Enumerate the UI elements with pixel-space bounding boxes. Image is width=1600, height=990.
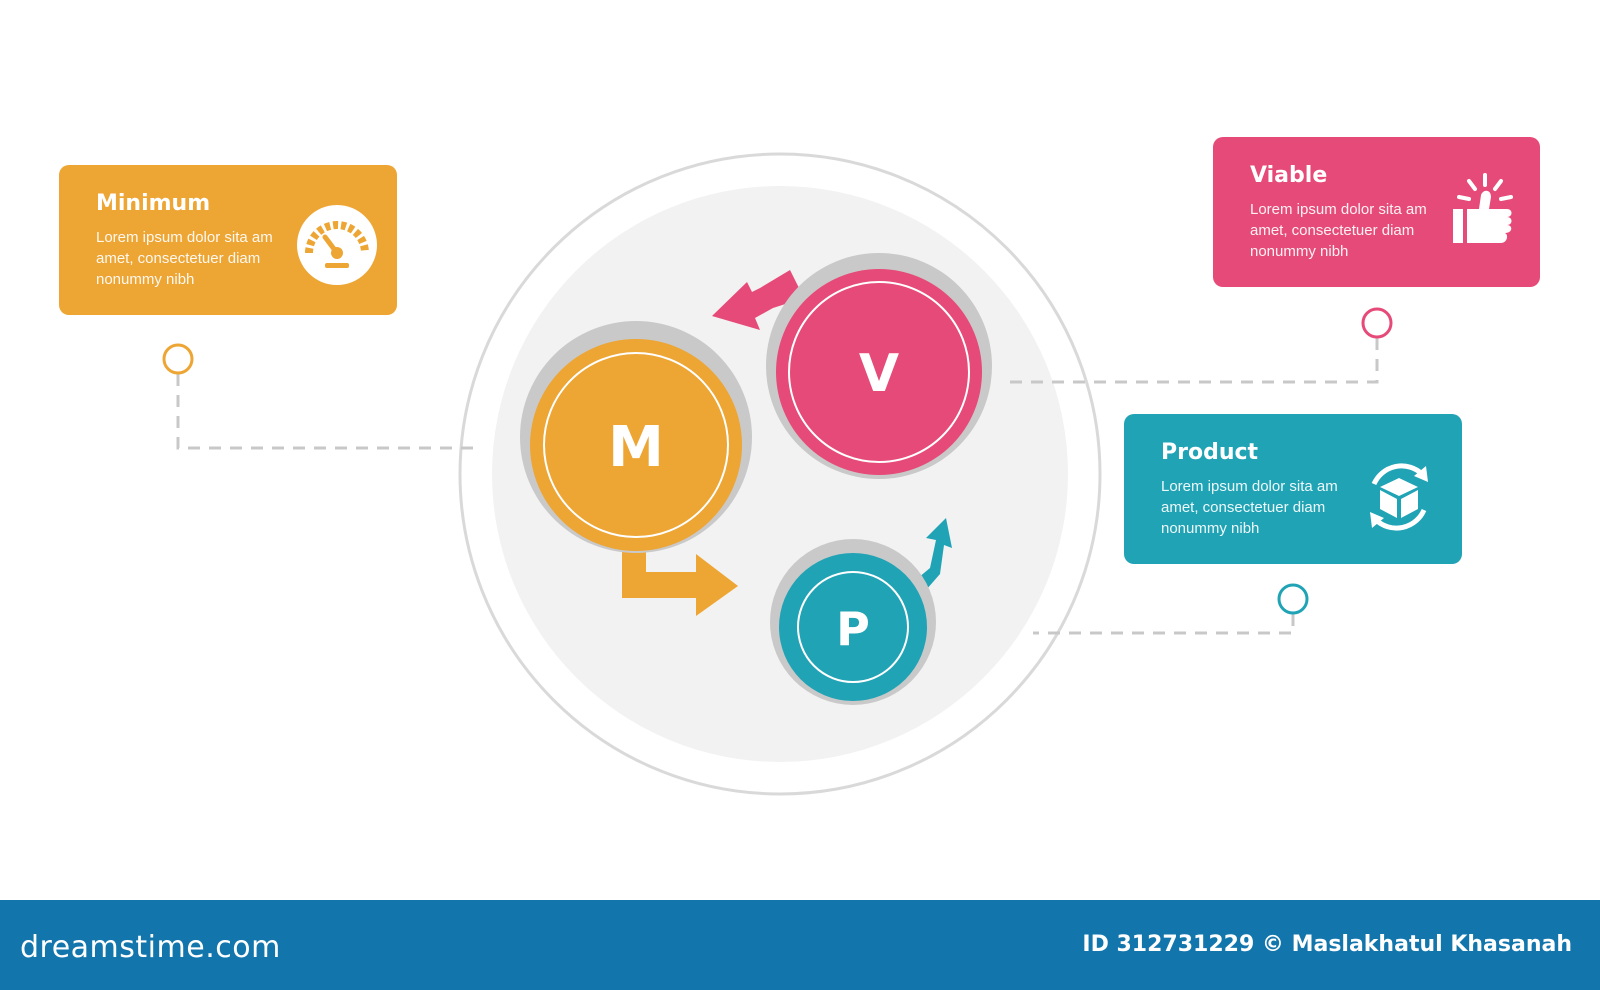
footer-credit: ID 312731229 © Maslakhatul Khasanah	[1082, 932, 1572, 957]
card-viable: Viable Lorem ipsum dolor sita am amet, c…	[1213, 137, 1540, 287]
dot-viable	[1361, 307, 1393, 339]
circle-m	[530, 339, 742, 551]
circle-m-letter: M	[608, 415, 664, 480]
circle-v	[776, 269, 982, 475]
circle-p-ring	[797, 571, 909, 683]
circle-v-ring	[788, 281, 970, 463]
box-cycle-icon	[1370, 463, 1428, 531]
card-product: Product Lorem ipsum dolor sita am amet, …	[1124, 414, 1462, 564]
speedometer-icon	[297, 205, 377, 285]
arrow-m-to-p	[622, 540, 738, 616]
circle-p	[779, 553, 927, 701]
arrow-v-to-m	[712, 270, 804, 330]
connector-minimum	[176, 374, 478, 450]
card-minimum-body: Lorem ipsum dolor sita am amet, consecte…	[96, 229, 273, 288]
dot-product	[1277, 583, 1309, 615]
circle-p-letter: P	[836, 602, 870, 656]
card-minimum: Minimum Lorem ipsum dolor sita am amet, …	[59, 165, 397, 315]
connector-product	[1033, 614, 1295, 635]
card-viable-body: Lorem ipsum dolor sita am amet, consecte…	[1250, 201, 1427, 260]
circle-m-ring	[543, 352, 729, 538]
footer-bar: dreamstime.com ID 312731229 © Maslakhatu…	[0, 900, 1600, 990]
arrow-p-out	[918, 518, 952, 590]
dot-minimum	[162, 343, 194, 375]
card-product-body: Lorem ipsum dolor sita am amet, consecte…	[1161, 478, 1338, 537]
footer-site-name: dreamstime.com	[20, 930, 281, 965]
circle-v-letter: V	[859, 344, 899, 404]
card-viable-title: Viable	[1250, 163, 1328, 188]
card-product-title: Product	[1161, 440, 1259, 465]
thumbs-up-icon	[1453, 173, 1513, 243]
connector-viable	[1005, 338, 1379, 384]
card-minimum-title: Minimum	[96, 191, 211, 216]
